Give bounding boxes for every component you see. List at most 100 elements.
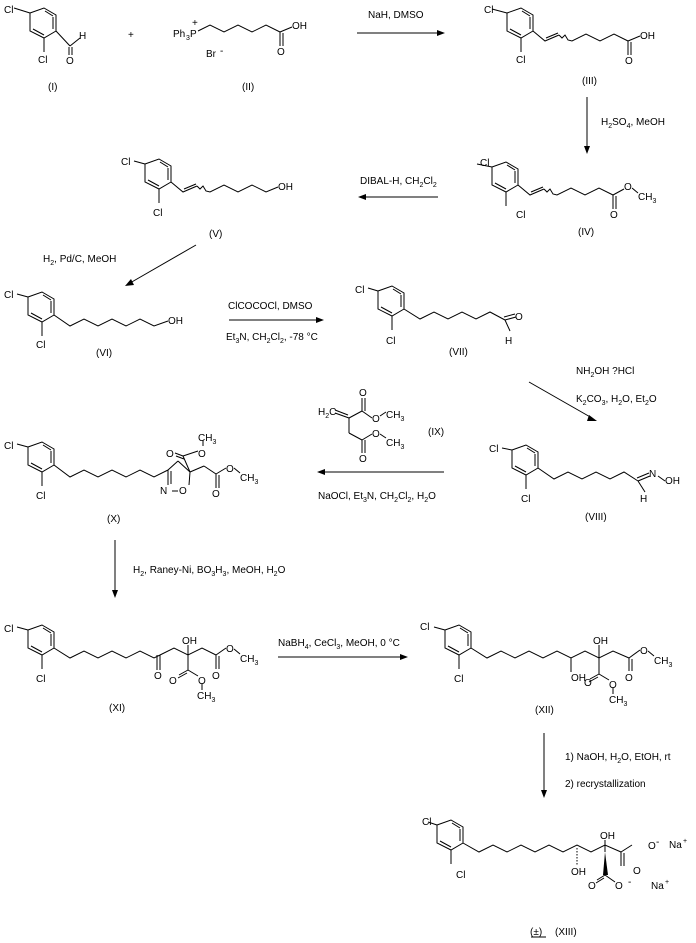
atom-o: O	[212, 671, 220, 682]
atom-ch3: CH3	[386, 438, 404, 451]
reagent-label: NaBH4, CeCl3, MeOH, 0 °C	[278, 638, 400, 651]
atom-o: O	[372, 414, 380, 425]
compound-label: (VIII)	[585, 512, 607, 523]
racemic-label: (±)	[530, 927, 542, 938]
reaction-arrow-step9: NaBH4, CeCl3, MeOH, 0 °C	[278, 638, 408, 660]
reagent-label: H2, Pd/C, MeOH	[43, 254, 116, 267]
atom-ch3: CH3	[386, 410, 404, 423]
compound-label: (II)	[242, 82, 254, 93]
atom-cl: Cl	[38, 55, 47, 66]
compound-VII: Cl Cl O H (VII)	[355, 285, 523, 358]
reaction-arrow-step4: H2, Pd/C, MeOH	[43, 244, 197, 286]
atom-o: O	[372, 429, 380, 440]
atom-cl: Cl	[121, 157, 130, 168]
atom-na: Na	[669, 840, 682, 851]
atom-o: O	[515, 312, 523, 323]
atom-ch3: CH3	[240, 473, 258, 486]
atom-oh: OH	[168, 316, 183, 327]
atom-o: O	[179, 486, 187, 497]
atom-ch3: CH3	[654, 656, 672, 669]
atom-h2c: H2C	[318, 407, 336, 420]
charge-minus: -	[628, 877, 631, 888]
reagent-label: ClCOCOCl, DMSO	[228, 301, 313, 312]
atom-oh: OH	[571, 867, 586, 878]
reaction-arrow-step3: DIBAL-H, CH2Cl2	[358, 176, 438, 200]
reagent-label: NaOCl, Et3N, CH2Cl2, H2O	[318, 491, 436, 504]
atom-o: O	[212, 489, 220, 500]
atom-o: O	[226, 464, 234, 475]
compound-label: (XII)	[535, 705, 554, 716]
svg-text:3: 3	[186, 35, 190, 42]
atom-o: O	[154, 671, 162, 682]
atom-cl: Cl	[480, 158, 489, 169]
atom-o: O	[277, 47, 285, 58]
atom-o: O	[625, 673, 633, 684]
atom-h: H	[505, 336, 512, 347]
compound-IX: H2C O O CH3 O CH3 O (IX)	[318, 388, 444, 465]
atom-ch3: CH3	[609, 695, 627, 708]
atom-o: O	[588, 881, 596, 892]
atom-o: O	[624, 182, 632, 193]
atom-o: O	[625, 56, 633, 67]
atom-cl: Cl	[422, 817, 431, 828]
atom-o: O	[198, 676, 206, 687]
atom-o: O	[648, 841, 656, 852]
reaction-arrow-step10: 1) NaOH, H2O, EtOH, rt 2) recrystallizat…	[541, 733, 671, 798]
atom-oh: OH	[600, 831, 615, 842]
atom-cl: Cl	[4, 441, 13, 452]
charge-minus: -	[220, 46, 223, 57]
compound-label: (VII)	[449, 347, 468, 358]
compound-VIII: Cl Cl N OH H (VIII)	[489, 444, 680, 523]
compound-II: Ph 3 P + OH O Br - (II)	[173, 18, 307, 93]
reagent-label: DIBAL-H, CH2Cl2	[360, 176, 437, 189]
charge-minus: -	[656, 837, 659, 848]
reaction-arrow-step2: H2SO4, MeOH	[584, 97, 665, 154]
compound-V: Cl Cl OH (V)	[121, 157, 293, 240]
atom-ch3: CH3	[638, 192, 656, 205]
compound-label: (X)	[107, 514, 120, 525]
atom-o: O	[615, 881, 623, 892]
charge-plus: +	[683, 838, 687, 845]
atom-o: O	[226, 644, 234, 655]
benzene-ring	[29, 7, 57, 39]
atom-cl: Cl	[4, 624, 13, 635]
atom-cl: Cl	[516, 210, 525, 221]
compound-XI: Cl Cl OH O O CH3 O O O CH3 (XI)	[4, 624, 258, 714]
atom-cl: Cl	[420, 622, 429, 633]
atom-o: O	[359, 388, 367, 399]
atom-o: O	[166, 449, 174, 460]
reagent-label: K2CO3, H2O, Et2O	[576, 394, 657, 407]
atom-o: O	[169, 676, 177, 687]
reaction-arrow-step5: ClCOCOCl, DMSO Et3N, CH2Cl2, -78 °C	[226, 301, 324, 345]
atom-ch3: CH3	[198, 433, 216, 446]
atom-cl: Cl	[456, 870, 465, 881]
atom-o: O	[584, 678, 592, 689]
compound-label: (I)	[48, 82, 57, 93]
atom-cl: Cl	[489, 444, 498, 455]
atom-o: O	[359, 454, 367, 465]
atom-cl: Cl	[36, 340, 45, 351]
atom-cl: Cl	[36, 491, 45, 502]
compound-label: (III)	[582, 76, 597, 87]
reagent-label: NH2OH ?HCl	[576, 366, 634, 379]
atom-oh: OH	[278, 182, 293, 193]
charge-plus: +	[665, 879, 669, 886]
compound-I: Cl Cl H O (I)	[4, 5, 86, 93]
compound-VI: Cl Cl OH (VI)	[4, 290, 183, 359]
compound-label: (XIII)	[555, 927, 577, 938]
atom-cl: Cl	[386, 336, 395, 347]
atom-br: Br	[206, 49, 217, 60]
compound-label: (V)	[209, 229, 222, 240]
atom-o: O	[640, 646, 648, 657]
reaction-arrow-step6: NH2OH ?HCl K2CO3, H2O, Et2O	[528, 366, 657, 421]
compound-XIII: Cl Cl OH OH O - Na + O O O - Na + (±) (X…	[422, 817, 687, 938]
atom-oh: OH	[593, 636, 608, 647]
reagent-label: 2) recrystallization	[565, 779, 646, 790]
atom-h: H	[640, 494, 647, 505]
reagent-label: H2SO4, MeOH	[601, 117, 665, 130]
atom-cl: Cl	[454, 674, 463, 685]
atom-o: O	[66, 56, 74, 67]
atom-oh: OH	[571, 673, 586, 684]
alkyl-chain	[197, 24, 281, 33]
